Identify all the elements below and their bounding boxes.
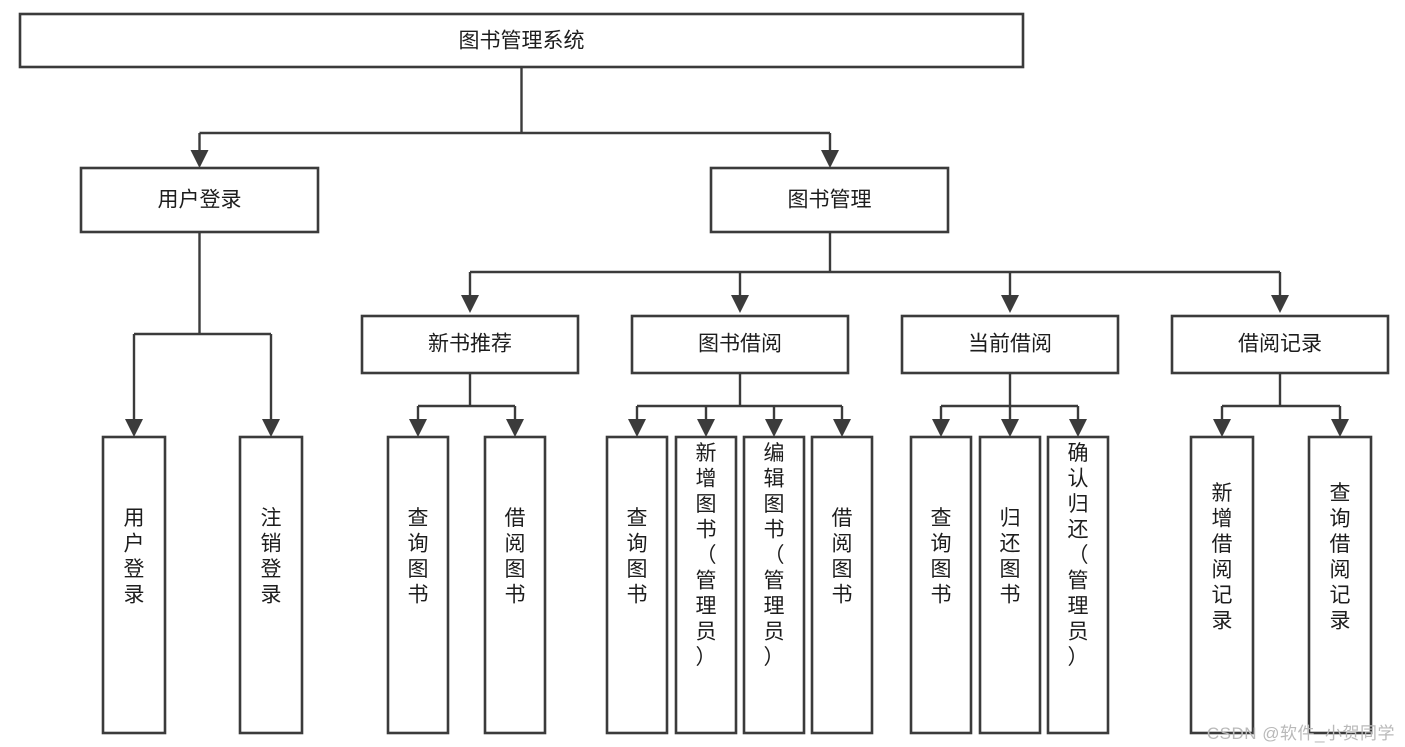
- node-leaf-edit-book-label: 编辑图书（管理员）: [764, 442, 785, 669]
- node-leaf-confirm-return-label: 确认归还（管理员）: [1068, 442, 1089, 669]
- node-leaf-borrow-book-2-box[interactable]: [810, 435, 874, 735]
- node-leaf-return-book-label: 归还图书: [1000, 507, 1021, 607]
- node-user-login-box[interactable]: [79, 166, 320, 234]
- arrow-leaf-add-book: [697, 419, 715, 437]
- node-leaf-confirm-return[interactable]: 确认归还（管理员）: [1046, 435, 1110, 735]
- node-leaf-query-record[interactable]: 查询借阅记录: [1307, 435, 1373, 735]
- arrow-to-current-borrow: [1001, 295, 1019, 313]
- node-new-book-recommend[interactable]: 新书推荐: [360, 314, 580, 375]
- node-borrow-record[interactable]: 借阅记录: [1170, 314, 1390, 375]
- node-root-label: 图书管理系统: [459, 30, 585, 53]
- arrow-leaf-borrow-book-1: [506, 419, 524, 437]
- arrow-leaf-edit-book: [765, 419, 783, 437]
- arrow-to-book-borrow: [731, 295, 749, 313]
- node-current-borrow-label: 当前借阅: [968, 333, 1052, 356]
- arrow-leaf-return-book: [1001, 419, 1019, 437]
- node-user-login[interactable]: 用户登录: [79, 166, 320, 234]
- node-borrow-record-label: 借阅记录: [1238, 333, 1322, 356]
- node-leaf-query-book-2-box[interactable]: [605, 435, 669, 735]
- node-book-borrow-label: 图书借阅: [698, 333, 782, 356]
- node-leaf-borrow-book-1[interactable]: 借阅图书: [483, 435, 547, 735]
- node-leaf-confirm-return-box[interactable]: [1046, 435, 1110, 735]
- node-root[interactable]: 图书管理系统: [18, 12, 1025, 69]
- node-root-box[interactable]: [18, 12, 1025, 69]
- node-leaf-return-book[interactable]: 归还图书: [978, 435, 1042, 735]
- node-leaf-user-login[interactable]: 用户登录: [101, 435, 167, 735]
- arrow-leaf-add-record: [1213, 419, 1231, 437]
- node-leaf-add-record[interactable]: 新增借阅记录: [1189, 435, 1255, 735]
- arrow-to-book-manage: [821, 150, 839, 168]
- arrow-leaf-query-book-3: [932, 419, 950, 437]
- node-leaf-borrow-book-1-label: 借阅图书: [505, 507, 526, 607]
- node-leaf-query-book-2[interactable]: 查询图书: [605, 435, 669, 735]
- node-leaf-query-book-2-label: 查询图书: [627, 507, 648, 607]
- node-leaf-edit-book-box[interactable]: [742, 435, 806, 735]
- node-leaf-query-record-label: 查询借阅记录: [1330, 482, 1351, 633]
- node-leaf-borrow-book-2-label: 借阅图书: [832, 507, 853, 607]
- node-leaf-query-book-3[interactable]: 查询图书: [909, 435, 973, 735]
- node-leaf-borrow-book-2[interactable]: 借阅图书: [810, 435, 874, 735]
- node-book-borrow[interactable]: 图书借阅: [630, 314, 850, 375]
- node-leaf-query-book-3-box[interactable]: [909, 435, 973, 735]
- node-leaf-logout-login-box[interactable]: [238, 435, 304, 735]
- node-leaf-return-book-box[interactable]: [978, 435, 1042, 735]
- node-current-borrow[interactable]: 当前借阅: [900, 314, 1120, 375]
- node-current-borrow-box[interactable]: [900, 314, 1120, 375]
- node-leaf-user-login-label: 用户登录: [124, 507, 145, 607]
- node-leaf-edit-book[interactable]: 编辑图书（管理员）: [742, 435, 806, 735]
- arrow-to-borrow-record: [1271, 295, 1289, 313]
- arrow-leaf-confirm-return: [1069, 419, 1087, 437]
- node-book-borrow-box[interactable]: [630, 314, 850, 375]
- arrow-to-user-login: [190, 150, 209, 168]
- csdn-watermark: CSDN @软件_小贺同学: [1206, 724, 1395, 743]
- node-borrow-record-box[interactable]: [1170, 314, 1390, 375]
- arrow-leaf-query-book-1: [409, 419, 427, 437]
- arrow-leaf-query-record: [1331, 419, 1349, 437]
- node-leaf-add-book-box[interactable]: [674, 435, 738, 735]
- node-leaf-borrow-book-1-box[interactable]: [483, 435, 547, 735]
- node-book-manage[interactable]: 图书管理: [709, 166, 950, 234]
- node-book-manage-box[interactable]: [709, 166, 950, 234]
- arrow-leaf-user-login: [125, 419, 143, 437]
- node-leaf-add-record-label: 新增借阅记录: [1212, 482, 1233, 633]
- node-leaf-query-book-1[interactable]: 查询图书: [386, 435, 450, 735]
- node-leaf-add-record-box[interactable]: [1189, 435, 1255, 735]
- node-new-book-recommend-box[interactable]: [360, 314, 580, 375]
- connector-layer: [125, 67, 1349, 437]
- node-leaf-add-book[interactable]: 新增图书（管理员）: [674, 435, 738, 735]
- node-book-manage-label: 图书管理: [788, 189, 872, 212]
- node-leaf-query-record-box[interactable]: [1307, 435, 1373, 735]
- node-leaf-user-login-box[interactable]: [101, 435, 167, 735]
- node-leaf-query-book-1-label: 查询图书: [408, 507, 429, 607]
- node-leaf-logout-login-label: 注销登录: [261, 507, 282, 607]
- arrow-leaf-borrow-book-2: [833, 419, 851, 437]
- node-leaf-query-book-3-label: 查询图书: [931, 507, 952, 607]
- node-leaf-add-book-label: 新增图书（管理员）: [696, 442, 717, 669]
- node-user-login-label: 用户登录: [158, 189, 242, 212]
- node-leaf-logout-login[interactable]: 注销登录: [238, 435, 304, 735]
- arrow-to-new-book: [461, 295, 479, 313]
- arrow-leaf-logout-login: [262, 419, 280, 437]
- node-new-book-recommend-label: 新书推荐: [428, 333, 512, 356]
- arrow-leaf-query-book-2: [628, 419, 646, 437]
- node-leaf-query-book-1-box[interactable]: [386, 435, 450, 735]
